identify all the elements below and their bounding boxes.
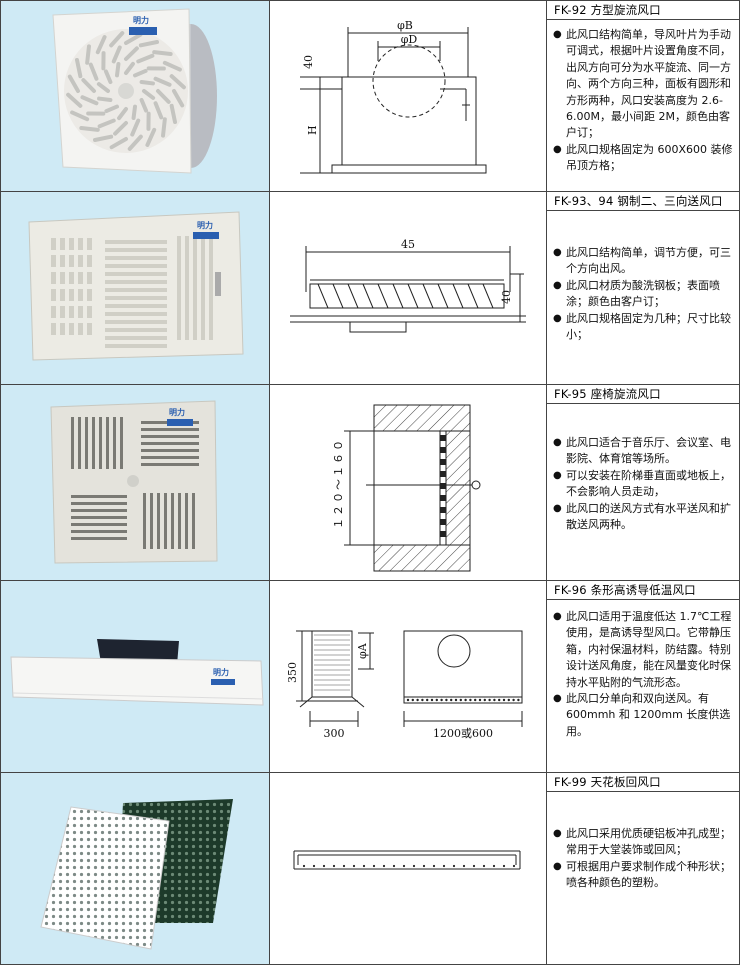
brand-logo: 明力 xyxy=(197,220,213,230)
spec-fk96: FK-96 条形高诱导低温风口 此风口适用于温度低达 1.7℃工程使用，是高诱导… xyxy=(546,580,740,773)
dim-a: φA xyxy=(356,642,369,659)
feature-list: 此风口结构简单，导风叶片为手动可调式，根据叶片设置角度不同，出风方向可分为水平旋… xyxy=(547,27,739,175)
spec-fk95: FK-95 座椅旋流风口 此风口适合于音乐厅、会议室、电影院、体育馆等场所。 可… xyxy=(546,384,740,581)
dim-40: 40 xyxy=(302,55,315,69)
dim-d: φD xyxy=(401,33,418,46)
feature-item: 此风口适用于温度低达 1.7℃工程使用，是高诱导型风口。它带静压箱，内衬保温材料… xyxy=(553,609,735,691)
drawing-fk92: φB φD 40 H xyxy=(269,0,547,192)
product-title: FK-93、94 钢制二、三向送风口 xyxy=(547,192,739,211)
feature-list: 此风口适用于温度低达 1.7℃工程使用，是高诱导型风口。它带静压箱，内衬保温材料… xyxy=(547,609,739,740)
feature-item: 此风口的送风方式有水平送风和扩散送风两种。 xyxy=(553,501,735,534)
product-title: FK-95 座椅旋流风口 xyxy=(547,385,739,404)
table-row: 明力 xyxy=(0,0,740,192)
drawing-fk99 xyxy=(269,772,547,965)
photo-fk95: 明力 xyxy=(0,384,270,581)
dim-1200: 1200或600 xyxy=(433,727,493,740)
product-title: FK-96 条形高诱导低温风口 xyxy=(547,581,739,600)
photo-fk92: 明力 xyxy=(0,0,270,192)
dim-350: 350 xyxy=(286,662,299,683)
feature-item: 此风口材质为酸洗钢板；表面喷涂；颜色由客户订； xyxy=(553,278,735,311)
brand-logo: 明力 xyxy=(213,667,229,677)
photo-fk96: 明力 xyxy=(0,580,270,773)
table-row: 明力 xyxy=(0,580,740,773)
dim-300: 300 xyxy=(324,727,345,740)
photo-fk93: 明力 xyxy=(0,191,270,385)
photo-fk99 xyxy=(0,772,270,965)
feature-list: 此风口采用优质硬铝板冲孔成型；常用于大堂装饰或回风； 可根据用户要求制作成个种形… xyxy=(547,826,739,892)
spec-fk93: FK-93、94 钢制二、三向送风口 此风口结构简单，调节方便，可三个方向出风。… xyxy=(546,191,740,385)
feature-item: 此风口规格固定为几种；尺寸比较小； xyxy=(553,311,735,344)
drawing-fk96: 350 φA 300 1200或600 xyxy=(269,580,547,773)
brand-logo: 明力 xyxy=(169,407,185,417)
feature-list: 此风口适合于音乐厅、会议室、电影院、体育馆等场所。 可以安装在阶梯垂直面或地板上… xyxy=(547,435,739,533)
dim-h: H xyxy=(306,125,319,135)
feature-list: 此风口结构简单，调节方便，可三个方向出风。 此风口材质为酸洗钢板；表面喷涂；颜色… xyxy=(547,245,739,343)
table-row: 明力 xyxy=(0,191,740,385)
feature-item: 此风口结构简单，导风叶片为手动可调式，根据叶片设置角度不同，出风方向可分为水平旋… xyxy=(553,27,735,142)
feature-item: 可以安装在阶梯垂直面或地板上，不会影响人员走动， xyxy=(553,468,735,501)
feature-item: 可根据用户要求制作成个种形状；喷各种颜色的塑粉。 xyxy=(553,859,735,892)
feature-item: 此风口分单向和双向送风。有 600mmh 和 1200mm 长度供选用。 xyxy=(553,691,735,740)
brand-logo: 明力 xyxy=(133,15,149,25)
dim-45: 45 xyxy=(401,238,415,251)
spec-fk99: FK-99 天花板回风口 此风口采用优质硬铝板冲孔成型；常用于大堂装饰或回风； … xyxy=(546,772,740,965)
spec-fk92: FK-92 方型旋流风口 此风口结构简单，导风叶片为手动可调式，根据叶片设置角度… xyxy=(546,0,740,192)
dim-b: φB xyxy=(397,19,413,32)
feature-item: 此风口规格固定为 600X600 装修吊顶方格； xyxy=(553,142,735,175)
product-title: FK-92 方型旋流风口 xyxy=(547,1,739,20)
product-title: FK-99 天花板回风口 xyxy=(547,773,739,792)
table-row: 明力 xyxy=(0,384,740,581)
feature-item: 此风口采用优质硬铝板冲孔成型；常用于大堂装饰或回风； xyxy=(553,826,735,859)
feature-item: 此风口结构简单，调节方便，可三个方向出风。 xyxy=(553,245,735,278)
dim-height-range: １２０～１６０ xyxy=(332,438,345,529)
dim-40: 40 xyxy=(500,290,513,304)
drawing-fk95: １２０～１６０ xyxy=(269,384,547,581)
table-row: FK-99 天花板回风口 此风口采用优质硬铝板冲孔成型；常用于大堂装饰或回风； … xyxy=(0,772,740,965)
feature-item: 此风口适合于音乐厅、会议室、电影院、体育馆等场所。 xyxy=(553,435,735,468)
drawing-fk93: 45 40 xyxy=(269,191,547,385)
